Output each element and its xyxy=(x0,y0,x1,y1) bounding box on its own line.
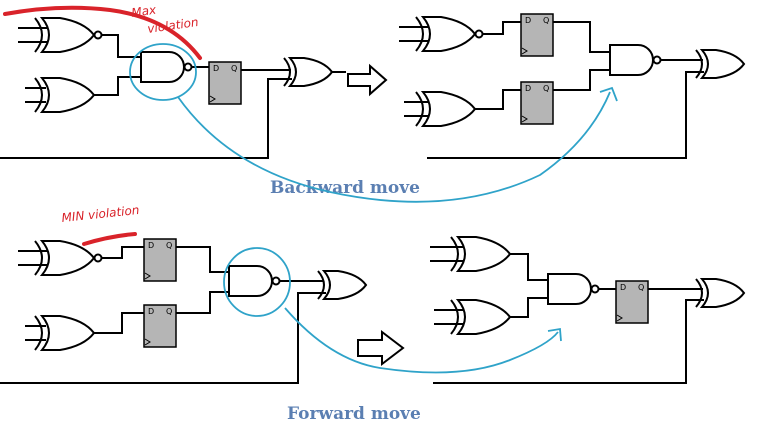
min-violation-underline xyxy=(82,232,137,246)
max-violation-label-1: Max xyxy=(130,3,157,20)
caption-forward-move: Forward move xyxy=(287,404,421,424)
backward-move-curve xyxy=(177,91,611,203)
xor-gate xyxy=(450,299,512,335)
flip-flop: D Q xyxy=(520,13,554,57)
nand-gate xyxy=(609,44,662,76)
ff-d-label: D xyxy=(148,307,154,316)
bottom-left-circuit: D Q D Q xyxy=(0,238,368,384)
flip-flop: D Q xyxy=(615,280,649,324)
backward-move-arrowhead xyxy=(599,86,618,102)
xor-gate xyxy=(415,91,477,127)
max-violation-underline xyxy=(3,5,202,60)
ff-q-label: Q xyxy=(543,16,549,25)
flip-flop: D Q xyxy=(143,238,177,282)
ff-q-label: Q xyxy=(543,84,549,93)
forward-move-curve xyxy=(284,307,559,374)
ff-d-label: D xyxy=(525,84,531,93)
xor-gate xyxy=(34,17,103,53)
xor-gate xyxy=(34,315,96,351)
ff-q-label: Q xyxy=(231,64,237,73)
ff-d-label: D xyxy=(525,16,531,25)
xor-gate xyxy=(34,240,103,276)
ff-q-label: Q xyxy=(638,283,644,292)
top-left-circuit: D Q xyxy=(0,17,346,159)
xor-gate xyxy=(415,16,484,52)
ff-q-label: Q xyxy=(166,307,172,316)
nand-gate xyxy=(228,265,281,297)
min-violation-label: MIN violation xyxy=(61,203,140,225)
forward-move-arrowhead xyxy=(547,327,562,342)
bottom-right-circuit: D Q xyxy=(430,236,746,384)
xor-gate xyxy=(283,57,334,87)
top-right-circuit: D Q D Q xyxy=(399,13,746,159)
ff-d-label: D xyxy=(213,64,219,73)
transform-arrow xyxy=(347,63,388,97)
flip-flop: D Q xyxy=(520,81,554,125)
ff-q-label: Q xyxy=(166,241,172,250)
xor-gate xyxy=(695,49,746,79)
transform-arrow xyxy=(357,329,405,367)
ff-d-label: D xyxy=(148,241,154,250)
highlight-circle-nand xyxy=(129,43,197,101)
nand-gate xyxy=(140,51,193,83)
highlight-circle-nand xyxy=(223,247,291,317)
flip-flop: D Q xyxy=(208,61,242,105)
xor-gate xyxy=(695,278,746,308)
nand-gate xyxy=(547,273,600,305)
ff-d-label: D xyxy=(620,283,626,292)
xor-gate xyxy=(34,77,96,113)
flip-flop: D Q xyxy=(143,304,177,348)
caption-backward-move: Backward move xyxy=(270,178,420,198)
xor-gate xyxy=(450,236,512,272)
xor-gate xyxy=(317,270,368,300)
